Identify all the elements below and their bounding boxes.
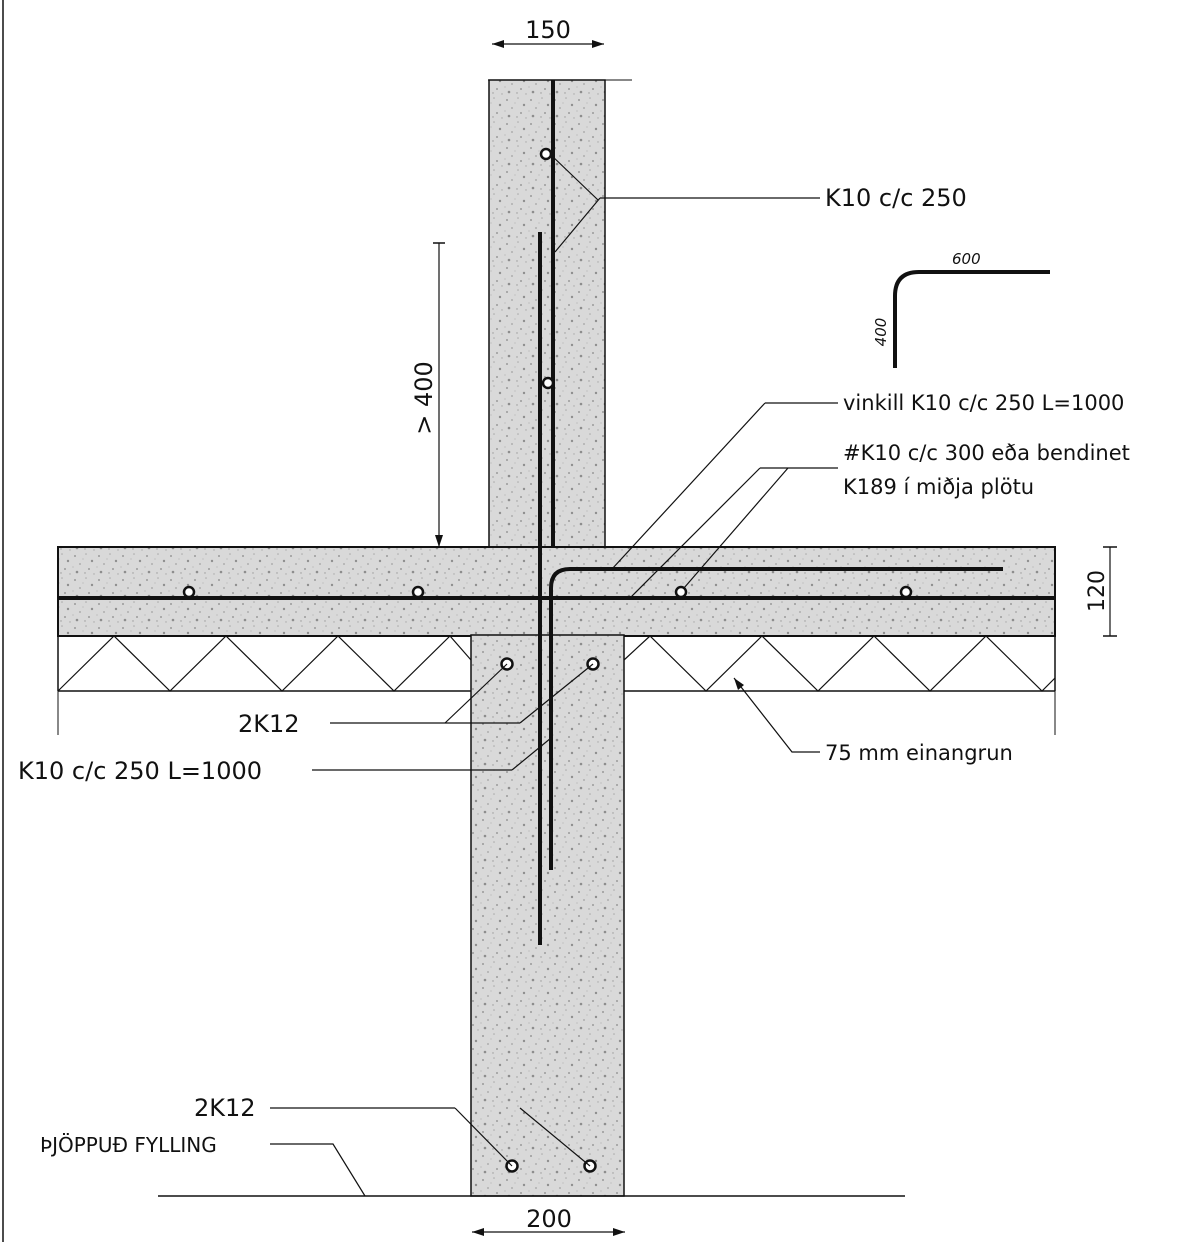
dim-top-wall-label: 150 bbox=[525, 16, 571, 44]
label-fill: ÞJÖPPUÐ FYLLING bbox=[40, 1133, 217, 1157]
dim-top-wall: 150 bbox=[488, 16, 632, 81]
bend-horizontal-label: 600 bbox=[952, 250, 981, 268]
bent-bar-detail: 600 400 bbox=[872, 250, 1050, 368]
label-angle-bar: vinkill K10 c/c 250 L=1000 bbox=[843, 391, 1124, 415]
label-bar-lower-wall: K10 c/c 250 L=1000 bbox=[18, 757, 262, 785]
bend-vertical-label: 400 bbox=[872, 318, 890, 347]
label-bar-wall-top: K10 c/c 250 bbox=[825, 184, 967, 212]
leader-lines bbox=[270, 153, 838, 1197]
label-mesh-line1: #K10 c/c 300 eða bendinet bbox=[843, 441, 1130, 465]
dim-slab: 120 bbox=[1085, 546, 1117, 637]
slab bbox=[57, 546, 1056, 637]
dim-bottom-wall: 200 bbox=[472, 1205, 625, 1236]
label-2k12-lower: 2K12 bbox=[194, 1094, 256, 1122]
insulation-left bbox=[57, 635, 472, 692]
label-mesh-line2: K189 í miðja plötu bbox=[843, 475, 1034, 499]
dim-anchorage: > 400 bbox=[410, 242, 445, 547]
label-2k12-upper: 2K12 bbox=[238, 710, 300, 738]
insulation-right bbox=[623, 635, 1056, 692]
label-insulation: 75 mm einangrun bbox=[825, 741, 1013, 765]
reinforcement bbox=[58, 80, 1055, 1173]
dim-anchorage-label: > 400 bbox=[410, 361, 438, 435]
dim-slab-label: 120 bbox=[1085, 570, 1110, 612]
lower-wall bbox=[470, 634, 625, 1197]
dim-bottom-wall-label: 200 bbox=[526, 1205, 572, 1233]
